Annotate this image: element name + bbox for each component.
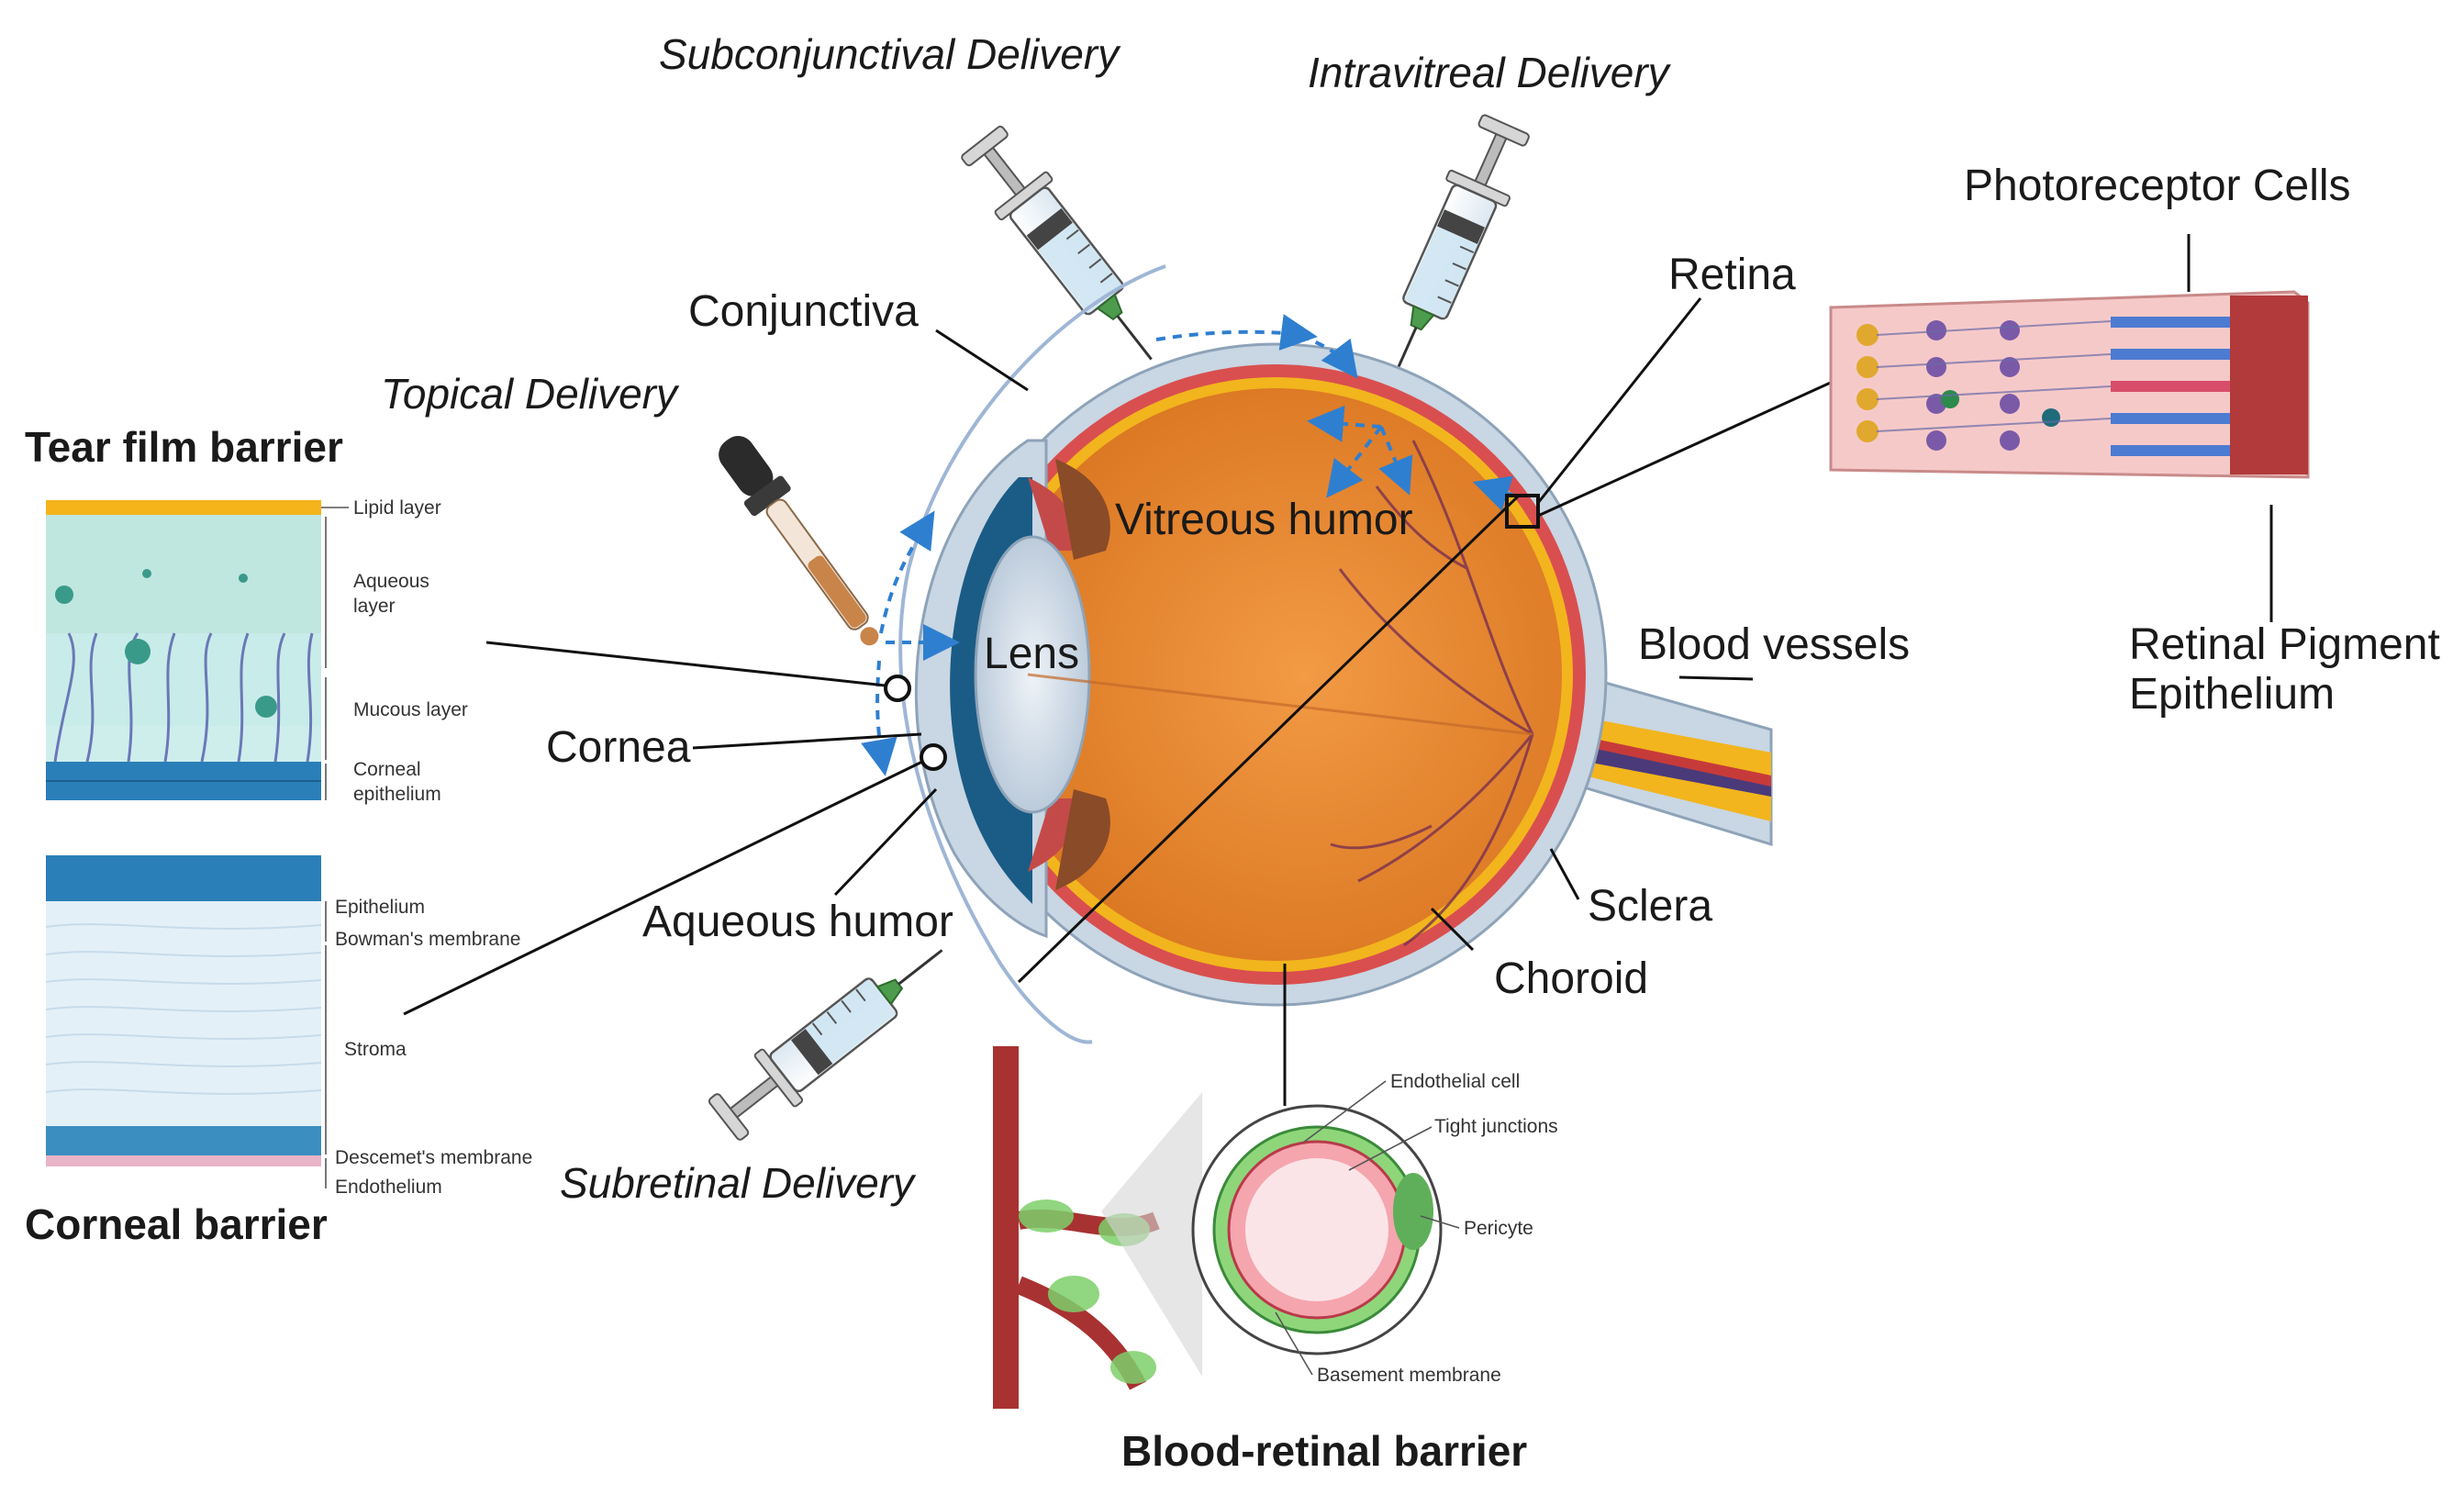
lipid-layer-label: Lipid layer bbox=[353, 497, 441, 519]
tear-film-marker bbox=[884, 675, 911, 702]
subretinal-delivery-label: Subretinal Delivery bbox=[560, 1159, 917, 1207]
tear-film-panel bbox=[46, 500, 321, 800]
corneal-barrier-title: Corneal barrier bbox=[25, 1200, 328, 1248]
choroid-label: Choroid bbox=[1494, 954, 1648, 1003]
corneal-epithelium-label-1: Corneal bbox=[353, 759, 421, 780]
photoreceptor-cells-label: Photoreceptor Cells bbox=[1964, 162, 2351, 210]
endothelium-label: Endothelium bbox=[335, 1177, 442, 1198]
rpe-layer bbox=[2230, 296, 2308, 474]
intravitreal-delivery-label: Intravitreal Delivery bbox=[1308, 49, 1672, 96]
lens-label: Lens bbox=[984, 630, 1079, 678]
corneal-barrier-panel bbox=[45, 855, 322, 1166]
subconjunctival-syringe-icon bbox=[953, 118, 1179, 382]
dropper-icon bbox=[719, 436, 879, 646]
vitreous-body bbox=[989, 388, 1562, 961]
endothelial-cell-label: Endothelial cell bbox=[1390, 1071, 1520, 1092]
cornea-marker bbox=[920, 743, 947, 771]
vitreous-humor-label: Vitreous humor bbox=[1115, 496, 1413, 544]
retina-layers-inset bbox=[1829, 290, 2310, 479]
rpe-label-line1: Retinal Pigment bbox=[2129, 620, 2440, 669]
conjunctiva-label: Conjunctiva bbox=[688, 287, 919, 336]
vessel-trunk bbox=[993, 1046, 1019, 1409]
blood-vessels-label: Blood vessels bbox=[1638, 620, 1910, 669]
sclera-label: Sclera bbox=[1588, 882, 1712, 931]
descemet-label: Descemet's membrane bbox=[335, 1147, 532, 1168]
corneal-epithelium-label-2: epithelium bbox=[353, 784, 441, 805]
aqueous-layer-label-1: Aqueous bbox=[353, 571, 429, 592]
pericyte-label: Pericyte bbox=[1464, 1218, 1533, 1239]
subconjunctival-delivery-label: Subconjunctival Delivery bbox=[659, 30, 1121, 78]
lipid-layer-band bbox=[46, 500, 321, 515]
eyeball bbox=[898, 264, 1773, 1044]
tear-film-title: Tear film barrier bbox=[25, 423, 343, 471]
photoreceptor-cells bbox=[2111, 317, 2230, 456]
aqueous-layer-label-2: layer bbox=[353, 596, 396, 617]
retina-label: Retina bbox=[1668, 251, 1796, 299]
bowman-label: Bowman's membrane bbox=[335, 929, 520, 950]
leader-lines bbox=[403, 234, 2273, 1106]
aqueous-humor-label: Aqueous humor bbox=[642, 898, 953, 946]
intravitreal-syringe-icon bbox=[1362, 109, 1538, 393]
stroma-label: Stroma bbox=[344, 1039, 407, 1060]
retina-zoom-box bbox=[1505, 494, 1540, 529]
retinal-vessels bbox=[1330, 440, 1534, 947]
rpe-label-line2: Epithelium bbox=[2129, 670, 2335, 719]
cornea-label: Cornea bbox=[546, 723, 691, 772]
blood-retinal-barrier-inset bbox=[993, 1046, 1443, 1409]
basement-membrane-label: Basement membrane bbox=[1317, 1365, 1501, 1386]
labels: Subconjunctival Delivery Intravitreal De… bbox=[25, 30, 2440, 1475]
epithelium-label: Epithelium bbox=[335, 897, 425, 918]
panel-leader-lines bbox=[321, 507, 1460, 1376]
blood-retinal-barrier-title: Blood-retinal barrier bbox=[1121, 1427, 1527, 1475]
tight-junctions-label: Tight junctions bbox=[1434, 1116, 1558, 1137]
drug-flow-arrows bbox=[861, 314, 1515, 776]
mucous-layer-label: Mucous layer bbox=[353, 699, 468, 720]
topical-delivery-label: Topical Delivery bbox=[381, 370, 680, 418]
subretinal-syringe-icon bbox=[701, 922, 964, 1149]
